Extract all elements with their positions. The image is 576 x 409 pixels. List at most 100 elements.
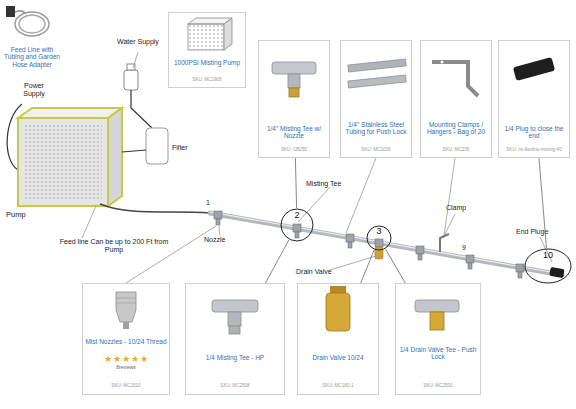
sku-text: SKU: CB250 bbox=[261, 147, 327, 152]
part-label: Drain Valve bbox=[296, 268, 346, 276]
product-card: Mist Nozzles - 10/24 Thread8reviewsSKU: … bbox=[82, 283, 170, 395]
tee-body bbox=[212, 300, 258, 312]
part-label: Water Supply bbox=[116, 38, 160, 46]
nozzle bbox=[295, 232, 299, 238]
nozzles bbox=[214, 211, 524, 278]
clamp-thumbnail bbox=[432, 61, 478, 97]
leader-line bbox=[265, 240, 288, 283]
callout-number: 2 bbox=[282, 210, 312, 220]
part-label: Power Supply bbox=[14, 82, 54, 97]
callout-circle: 2 bbox=[280, 208, 314, 242]
leader-line bbox=[361, 250, 374, 283]
leader-line bbox=[82, 206, 96, 238]
product-title: Drain Valve 10/24 bbox=[300, 354, 376, 361]
hose-tube bbox=[15, 11, 26, 14]
leader-line bbox=[346, 158, 376, 233]
part-label: Pump bbox=[6, 211, 36, 219]
product-title: Mounting Clamps / Hangers - Bag of 20 bbox=[423, 121, 489, 136]
tee-fitting bbox=[214, 211, 222, 219]
product-title: 1/4 Drain Valve Tee - Push Lock bbox=[398, 346, 478, 361]
nozzle bbox=[418, 254, 422, 260]
pump-grille bbox=[24, 124, 102, 200]
callout-circle: 10 bbox=[524, 248, 572, 284]
filter-hose bbox=[122, 150, 146, 152]
callout-number: 10 bbox=[526, 250, 570, 260]
nozzle bbox=[468, 263, 472, 269]
circle-outline bbox=[525, 249, 571, 283]
nozzle bbox=[518, 272, 522, 278]
drain-valve-thumbnail bbox=[326, 286, 350, 331]
circle-outline bbox=[367, 226, 391, 250]
end-plug bbox=[549, 267, 564, 278]
tee-stem bbox=[228, 312, 241, 326]
product-card: 1/4" Misting Tee w/ NozzleSKU: CB250 bbox=[258, 40, 330, 158]
leader-line bbox=[133, 52, 138, 68]
callout-number: 1 bbox=[206, 199, 216, 207]
review-count: 8reviews bbox=[85, 365, 167, 371]
brass-nozzle bbox=[289, 88, 299, 97]
hose-adapter bbox=[6, 6, 15, 17]
product-title: Mist Nozzles - 10/24 Thread bbox=[85, 338, 167, 345]
leader-line bbox=[444, 214, 455, 236]
tee-body bbox=[415, 300, 459, 312]
coil-loop bbox=[19, 15, 45, 33]
product-title: 1/4 Misting Tee - HP bbox=[188, 354, 282, 361]
tee-fitting bbox=[346, 234, 354, 242]
tee-stem bbox=[288, 74, 300, 88]
product-card: Feed Line with Tubing and Garden Hose Ad… bbox=[0, 0, 64, 72]
pump-side bbox=[108, 108, 122, 206]
product-card: 1000PSI Misting PumpSKU: MC1908 bbox=[168, 12, 246, 88]
misting-pipe bbox=[210, 213, 562, 275]
sku-text: SKU: mi-flexible-misting-40 bbox=[501, 147, 567, 152]
brass-valve bbox=[430, 312, 444, 330]
clamp bbox=[440, 234, 449, 252]
tee-outlet bbox=[229, 326, 240, 334]
pump-front bbox=[18, 118, 108, 206]
rating-star bbox=[114, 356, 121, 362]
sku-text: SKU: MC235 bbox=[423, 147, 489, 152]
steel-tube bbox=[348, 75, 406, 88]
tee-nozzle-thumbnail bbox=[272, 62, 316, 97]
supply-hose bbox=[131, 90, 152, 128]
tee-fitting bbox=[516, 264, 524, 272]
part-label: Feed line Can be up to 200 Ft from Pump bbox=[52, 238, 176, 253]
part-label: Filter bbox=[172, 144, 202, 152]
product-card: Mounting Clamps / Hangers - Bag of 20 SKU… bbox=[420, 40, 492, 158]
product-card: Drain Valve 10/24SKU: MC180-1 bbox=[297, 283, 379, 395]
coil-loop bbox=[15, 12, 49, 36]
leader-line bbox=[219, 226, 220, 236]
leader-line bbox=[298, 187, 330, 222]
pipe-highlight bbox=[210, 212, 562, 274]
tee-hp-thumbnail bbox=[212, 300, 258, 334]
part-label: End Pluge bbox=[516, 228, 566, 236]
pump-thumbnail bbox=[188, 18, 232, 50]
callout-circle: 3 bbox=[366, 225, 392, 251]
leader-line bbox=[126, 226, 216, 283]
tee-body bbox=[272, 62, 316, 74]
product-title: 1000PSI Misting Pump bbox=[171, 59, 243, 66]
clamp-bracket bbox=[432, 62, 478, 96]
nozzle-body bbox=[116, 292, 136, 322]
feed-line bbox=[100, 204, 210, 213]
tee-fitting bbox=[293, 224, 301, 232]
hose-coil bbox=[6, 6, 49, 36]
sku-text: SKU: MC1029 bbox=[343, 147, 409, 152]
steel-tube bbox=[348, 59, 406, 72]
part-label: Nozzle bbox=[204, 236, 238, 244]
rating-star bbox=[132, 356, 139, 362]
product-card: 1/4 Misting Tee - HP SKU: MC2508 bbox=[185, 283, 285, 395]
filter bbox=[146, 128, 168, 164]
nozzle bbox=[216, 219, 220, 225]
callout-number: 9 bbox=[462, 244, 472, 252]
rating-star bbox=[123, 356, 130, 362]
circle-outline bbox=[281, 209, 313, 241]
leader-line bbox=[539, 158, 547, 248]
sku-text: SKU: MC2508 bbox=[188, 383, 282, 388]
product-title: 1/4" Misting Tee w/ Nozzle bbox=[261, 125, 327, 140]
pump-side bbox=[224, 18, 232, 50]
product-card: 1/4" Stainless Steel Tubing for Push Loc… bbox=[340, 40, 412, 158]
tee-fitting bbox=[466, 255, 474, 263]
leader-line bbox=[330, 256, 376, 270]
pump-top bbox=[18, 108, 122, 118]
